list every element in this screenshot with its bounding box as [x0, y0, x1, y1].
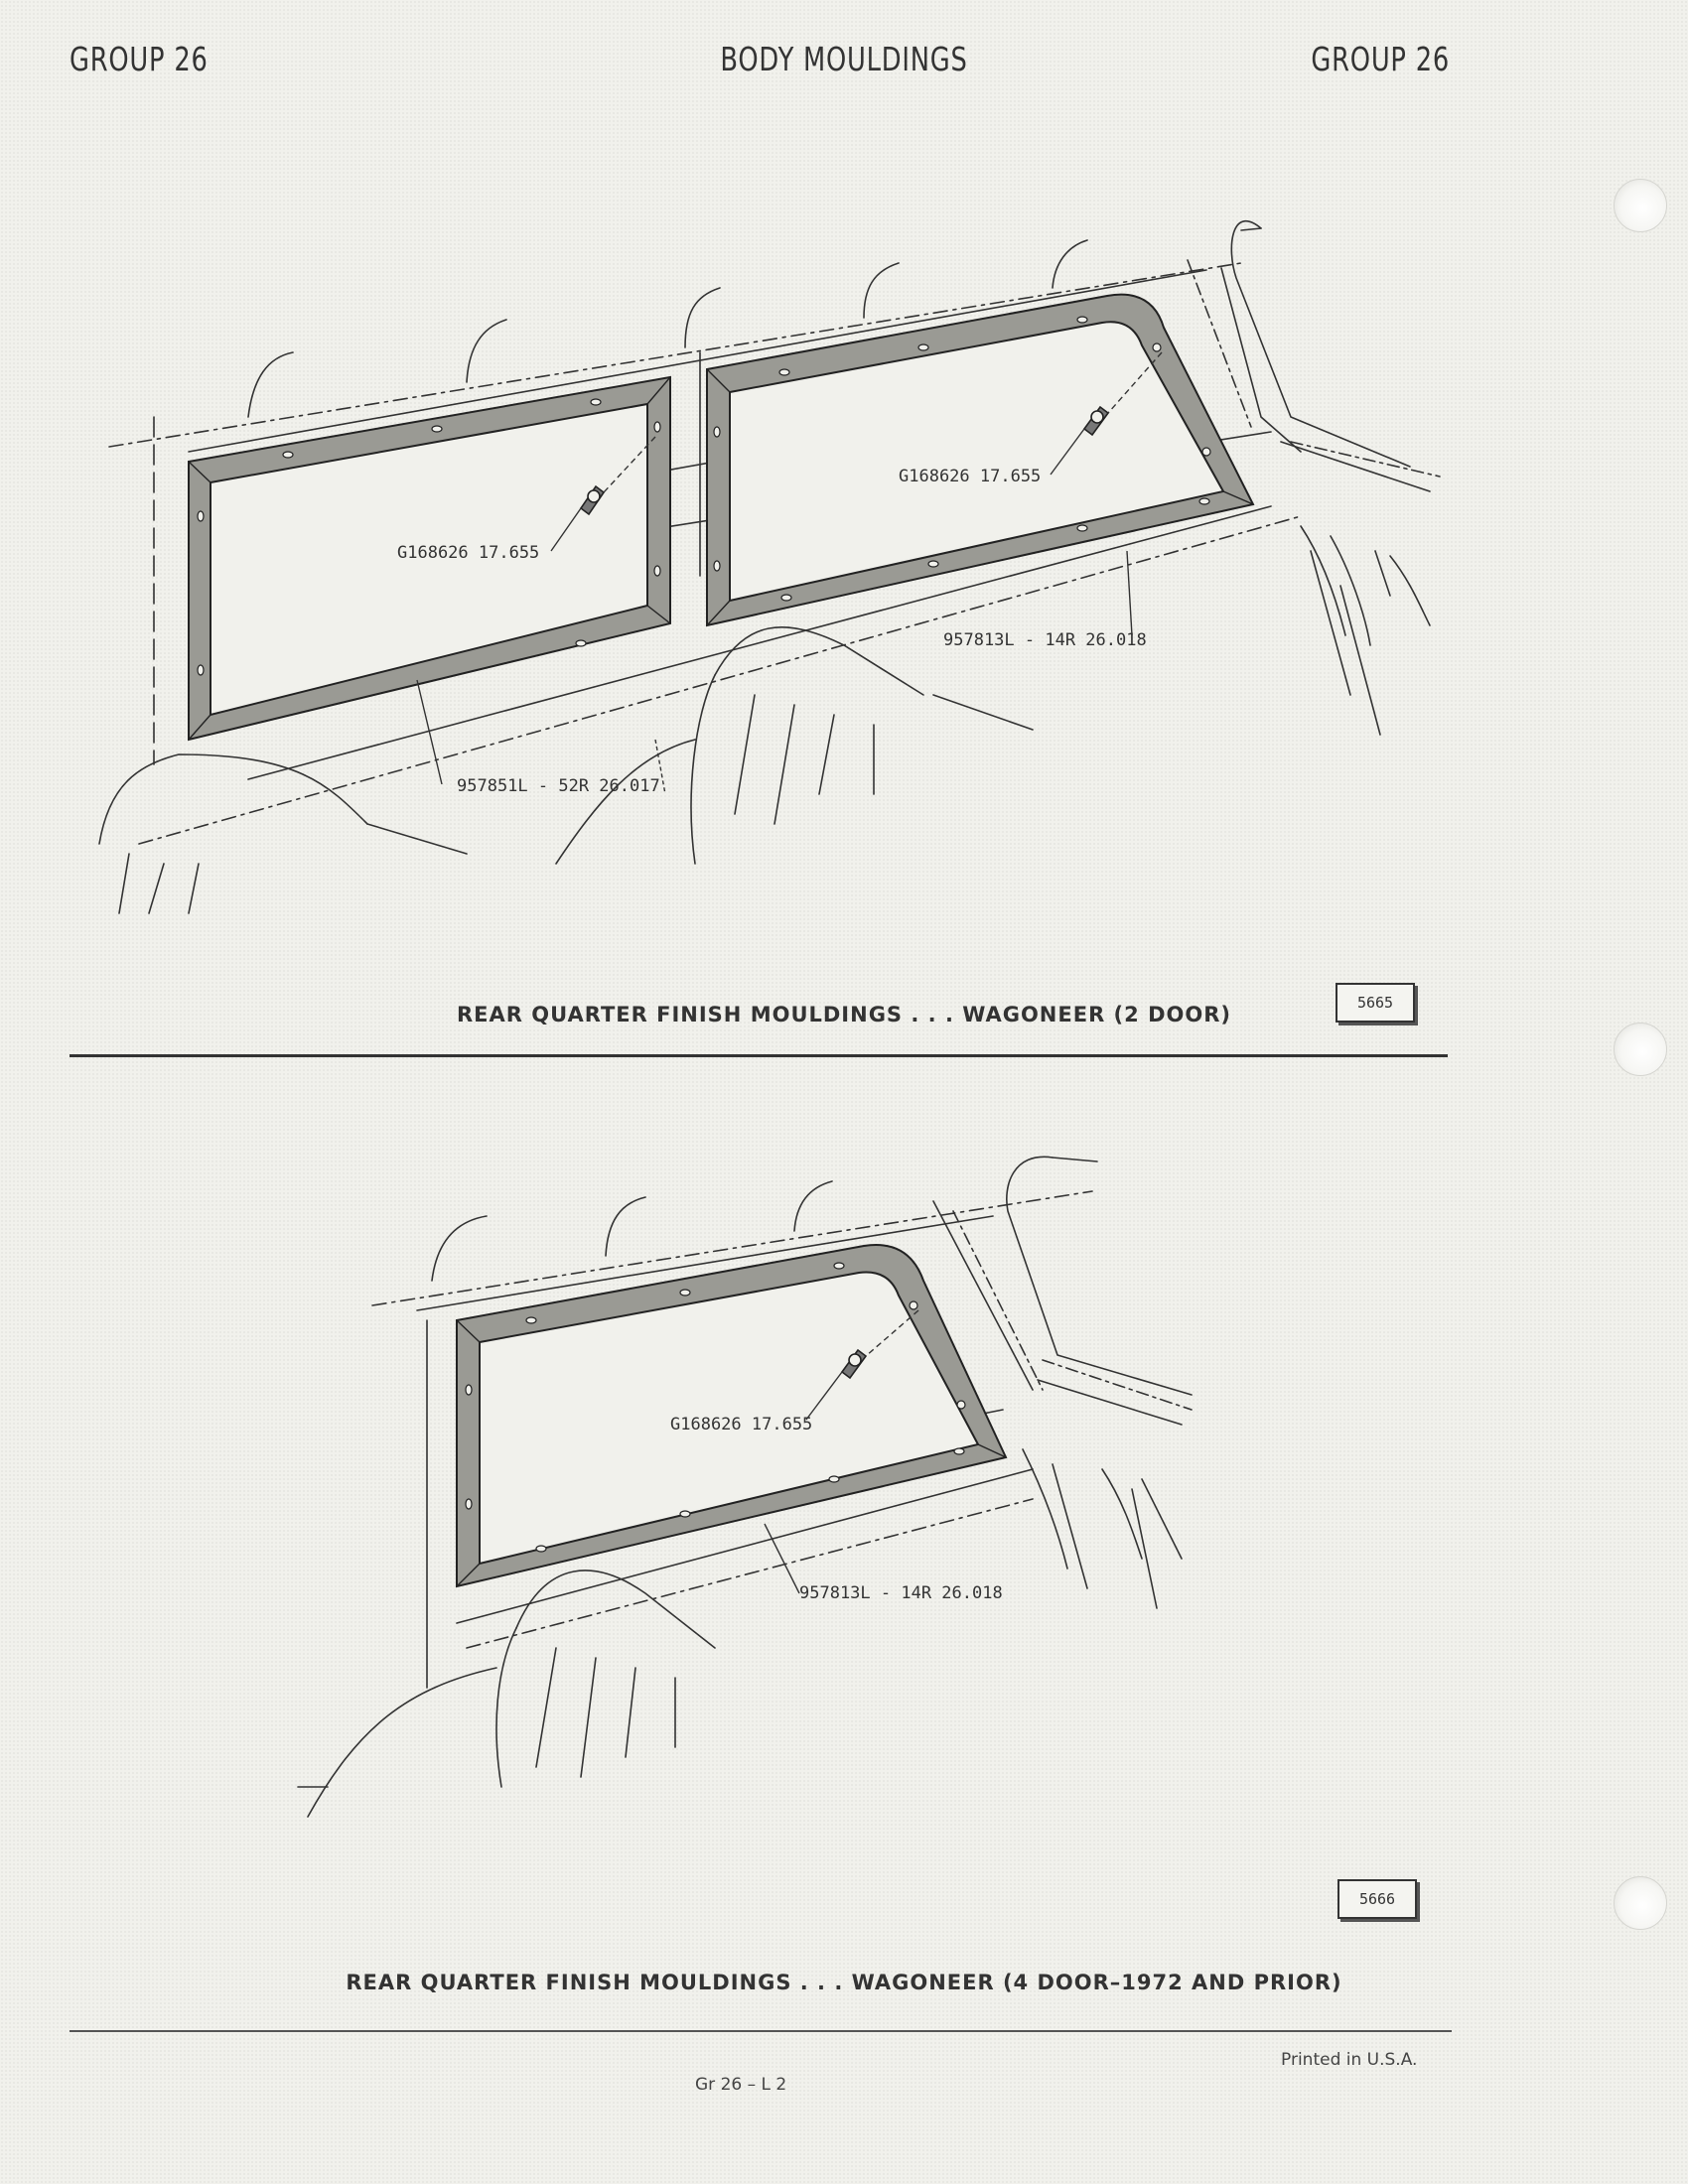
footer-rule: [70, 2030, 1452, 2032]
binder-hole-bottom: [1614, 1876, 1667, 1930]
group-label-right: GROUP 26: [1311, 40, 1450, 78]
figure-2-number: 5666: [1337, 1879, 1417, 1919]
page-reference: Gr 26 – L 2: [695, 2075, 787, 2095]
figure-2-caption: REAR QUARTER FINISH MOULDINGS . . . WAGO…: [346, 1971, 1342, 1994]
printed-note: Printed in U.S.A.: [1281, 2050, 1418, 2070]
group-label-left: GROUP 26: [70, 40, 209, 78]
figure-2-illustration: G168626 17.655 957813L - 14R 26.018: [297, 1156, 1193, 1818]
figure-divider: [70, 1054, 1448, 1057]
callout-screw-right: G168626 17.655: [899, 467, 1041, 486]
callout-moulding-right: 957813L - 14R 26.018: [943, 630, 1147, 650]
page-title: BODY MOULDINGS: [720, 40, 968, 78]
callout-moulding: 957813L - 14R 26.018: [799, 1583, 1003, 1603]
figure-1-illustration: G168626 17.655 G168626 17.655 957813L - …: [98, 220, 1441, 914]
binder-hole-middle: [1614, 1023, 1667, 1076]
binder-hole-top: [1614, 179, 1667, 232]
figure-1-caption: REAR QUARTER FINISH MOULDINGS . . . WAGO…: [457, 1003, 1231, 1026]
figure-1-number: 5665: [1336, 983, 1415, 1023]
callout-screw-left: G168626 17.655: [397, 543, 539, 563]
callout-screw: G168626 17.655: [670, 1415, 812, 1434]
callout-moulding-left: 957851L - 52R 26.017: [457, 776, 660, 796]
